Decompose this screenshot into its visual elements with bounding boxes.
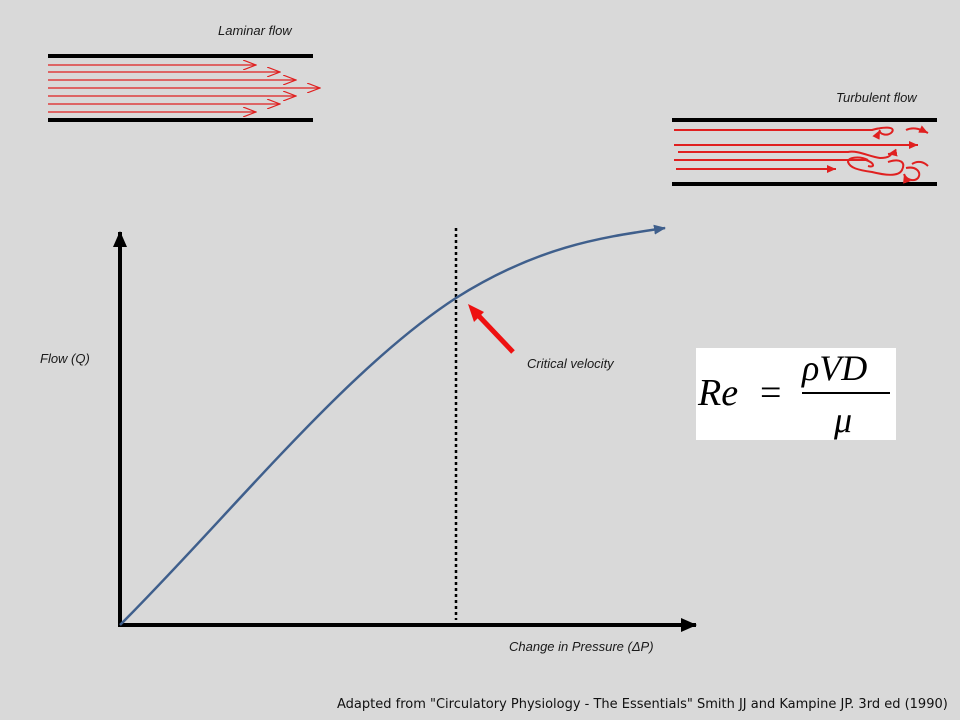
turbulent-streamline (674, 126, 894, 140)
x-axis-label: Change in Pressure (ΔP) (509, 639, 654, 654)
equation-denominator: μ (833, 400, 852, 440)
reynolds-equation: Re = ρVD μ (696, 348, 896, 440)
laminar-tube (48, 54, 320, 122)
citation-text: Adapted from "Circulatory Physiology - T… (337, 697, 948, 712)
graph-axes (113, 231, 697, 632)
y-axis-label: Flow (Q) (40, 351, 90, 366)
turbulent-flow-label: Turbulent flow (836, 90, 917, 105)
critical-velocity-label: Critical velocity (527, 356, 614, 371)
equation-numerator: ρVD (801, 348, 867, 388)
equation-lhs: Re (697, 372, 738, 414)
laminar-flow-label: Laminar flow (218, 23, 292, 38)
turbulent-streamline (905, 125, 929, 134)
turbulent-streamline (903, 166, 921, 184)
laminar-flow-lines (48, 65, 320, 112)
turbulent-streamline (678, 148, 898, 160)
turbulent-tube (672, 118, 937, 186)
turbulent-streamline (846, 156, 905, 176)
turbulent-flow-lines (674, 125, 929, 184)
turbulent-streamline (674, 159, 874, 168)
flow-curve (119, 224, 666, 626)
equation-equals: = (760, 372, 781, 414)
turbulent-streamline (911, 160, 929, 167)
critical-pointer-arrow (468, 304, 515, 354)
